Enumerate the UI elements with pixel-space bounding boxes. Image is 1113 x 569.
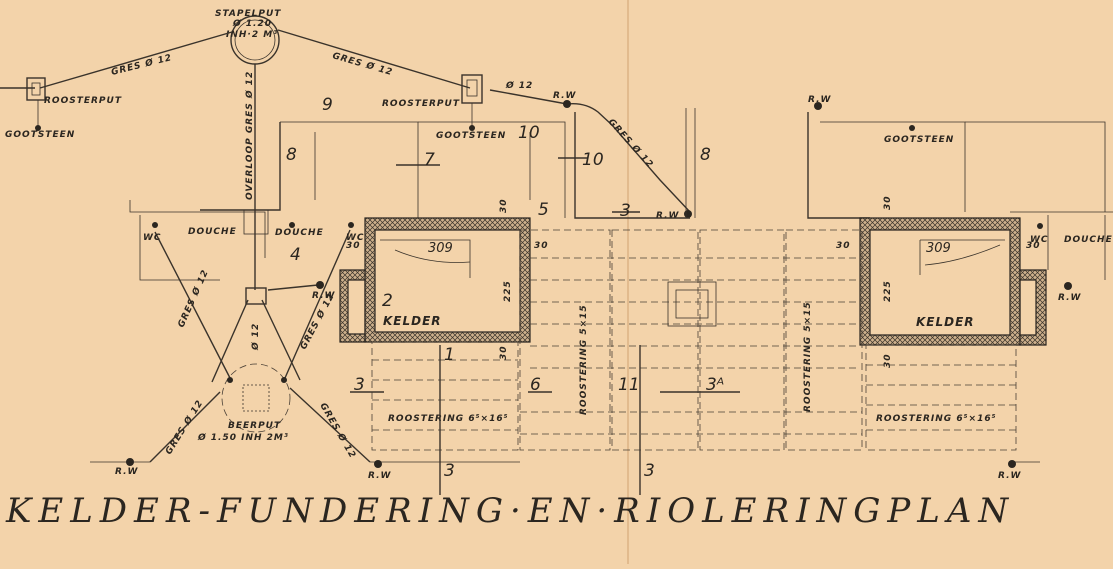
dim-309-right: 309 (926, 241, 951, 256)
num-3-left: 3 (354, 375, 365, 395)
douche-right: DOUCHE (1064, 235, 1113, 245)
gres-label-2: GRES Ø 12 (331, 50, 394, 78)
roostering-right: ROOSTERING 6⁵×16⁵ (876, 414, 997, 424)
num-2: 2 (382, 291, 393, 311)
dim-30-right-b: 30 (1026, 241, 1041, 251)
dim-30-right-a: 30 (836, 241, 851, 251)
kelder-right-label: KELDER (916, 315, 975, 329)
rw-label-3: R.W (808, 95, 832, 105)
num-11: 11 (618, 375, 640, 395)
num-9: 9 (322, 95, 333, 115)
gootsteen-left: GOOTSTEEN (5, 130, 75, 140)
dim-30-left-d: 30 (499, 345, 509, 360)
roosterput-left: ROOSTERPUT GOOTSTEEN (5, 77, 122, 140)
gres-label-6: GRES Ø 12 (163, 398, 205, 457)
sanitary-left: WC DOUCHE DOUCHE WC (143, 209, 365, 243)
roosterput-mid: ROOSTERPUT GOOTSTEEN (382, 74, 506, 141)
beerput-dim: Ø 1.50 INH 2M³ (197, 432, 289, 443)
overloop-label: OVERLOOP GRES Ø 12 (244, 71, 255, 200)
num-5: 5 (538, 200, 549, 220)
roostering-left: ROOSTERING 6⁵×16⁵ (388, 414, 509, 424)
rw-label-1: R.W (553, 91, 577, 101)
num-3a: 3ᴬ (706, 375, 724, 395)
dim-30-left-a: 30 (346, 241, 361, 251)
gootsteen-right: GOOTSTEEN (884, 135, 954, 145)
d12-label-1: Ø 12 (505, 80, 533, 91)
dim-30-right-d: 30 (883, 353, 893, 368)
gootsteen-mid: GOOTSTEEN (436, 131, 506, 141)
rainwater-points: R.W R.W R.W R.W R.W R.W R.W R.W (115, 91, 1082, 481)
room-numbers: 9 8 7 10 10 8 5 3 4 2 1 3 6 11 3ᴬ 3 3 (286, 95, 724, 481)
dim-309-left: 309 (428, 241, 453, 256)
douche-left-1: DOUCHE (188, 227, 237, 237)
num-10-a: 10 (518, 123, 540, 143)
num-7: 7 (424, 150, 435, 170)
stapelput-label: STAPELPUT (215, 9, 281, 19)
num-10-b: 10 (582, 150, 604, 170)
roosterput-mid-label: ROOSTERPUT (382, 99, 460, 109)
gres-label-3: GRES Ø 12 (606, 117, 656, 171)
stapelput: STAPELPUT Ø 1.20 INH·2 M³ (215, 9, 281, 65)
num-1: 1 (444, 345, 455, 365)
gres-label-7: GRES Ø 12 (317, 401, 358, 461)
beerput: BEERPUT Ø 1.50 INH 2M³ (197, 287, 291, 443)
num-3-top: 3 (620, 201, 631, 221)
num-3-bottom-a: 3 (444, 461, 455, 481)
roostering-mid-1: ROOSTERING 5×15 (579, 304, 589, 415)
num-4: 4 (290, 245, 301, 265)
kelder-left-label: KELDER (383, 314, 442, 328)
foundation-grid (371, 229, 1017, 451)
dim-30-left-c: 30 (499, 198, 509, 213)
sanitary-right: WC DOUCHE GOOTSTEEN (884, 125, 1113, 245)
dim-30-right-c: 30 (883, 195, 893, 210)
roostering-mid-2: ROOSTERING 5×15 (803, 301, 813, 412)
num-8-left: 8 (286, 145, 297, 165)
gres-label-4: GRES Ø 12 (176, 268, 211, 329)
wc-right: WC (1030, 235, 1049, 245)
beerput-label: BEERPUT (228, 421, 281, 431)
num-3-bottom-b: 3 (644, 461, 655, 481)
num-6: 6 (530, 375, 541, 395)
rw-label-8: R.W (998, 471, 1022, 481)
sewer-pipes (0, 29, 1040, 463)
douche-left-2: DOUCHE (275, 228, 324, 238)
wc-left: WC (143, 233, 162, 243)
dim-225-right: 225 (883, 280, 893, 302)
dim-225-left: 225 (503, 280, 513, 302)
wc-left-2: WC (346, 233, 365, 243)
building-outline (129, 108, 1113, 281)
rw-label-5: R.W (1058, 293, 1082, 303)
num-8-right: 8 (700, 145, 711, 165)
gres-label-1: GRES Ø 12 (110, 52, 173, 78)
drawing-title: KELDER-FUNDERING·EN·RIOLERINGPLAN (5, 491, 1015, 531)
kelder-left: KELDER 309 225 30 30 30 30 (339, 198, 549, 360)
kelder-right: KELDER 309 225 30 30 30 30 (836, 195, 1047, 368)
roosterput-left-label: ROOSTERPUT (44, 96, 122, 106)
rw-label-4: R.W (312, 291, 336, 301)
rw-label-6: R.W (115, 467, 139, 477)
rw-label-2: R.W (656, 211, 680, 221)
rw-label-7: R.W (368, 471, 392, 481)
stapelput-dim: Ø 1.20 (232, 18, 272, 29)
dim-30-left-b: 30 (534, 241, 549, 251)
section-markers (350, 157, 740, 495)
stapelput-inh: INH·2 M³ (226, 30, 278, 40)
d12-label-2: Ø 12 (250, 323, 261, 351)
